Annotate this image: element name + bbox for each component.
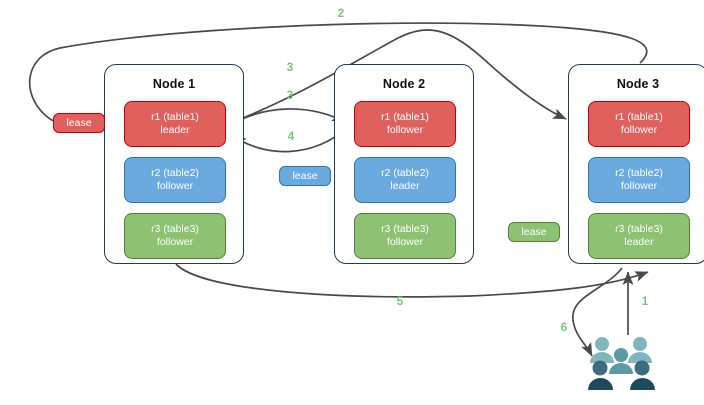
replica-role: leader [160, 124, 190, 136]
replica-role: follower [620, 124, 658, 136]
replica-node3-r2[interactable]: r2 (table2) follower [588, 157, 690, 203]
replica-name: r1 (table1) [151, 111, 199, 123]
replica-name: r2 (table2) [381, 167, 429, 179]
step-label-1: 1 [641, 296, 649, 308]
replica-node3-r3[interactable]: r3 (table3) leader [588, 213, 690, 259]
replica-node1-r2[interactable]: r2 (table2) follower [124, 157, 226, 203]
replica-name: r3 (table3) [381, 223, 429, 235]
replica-role: leader [624, 236, 654, 248]
lease-label: lease [66, 117, 92, 129]
replica-role: follower [156, 180, 194, 192]
replica-name: r3 (table3) [151, 223, 199, 235]
replica-node2-r2[interactable]: r2 (table2) leader [354, 157, 456, 203]
replica-role: follower [386, 124, 424, 136]
replica-node3-r1[interactable]: r1 (table1) follower [588, 101, 690, 147]
people-group-icon [588, 337, 655, 390]
replica-name: r1 (table1) [615, 111, 663, 123]
arrow-step-3-lower [228, 108, 346, 127]
replica-name: r2 (table2) [151, 167, 199, 179]
replica-node2-r1[interactable]: r1 (table1) follower [354, 101, 456, 147]
node-title-2: Node 2 [382, 77, 426, 91]
step-label-5: 5 [396, 296, 404, 308]
replica-role: follower [386, 236, 424, 248]
lease-badge-green[interactable]: lease [508, 222, 560, 242]
node-box-1[interactable]: Node 1 r1 (table1) leader r2 (table2) fo… [104, 64, 244, 264]
lease-label: lease [521, 226, 547, 238]
node-title-3: Node 3 [616, 77, 660, 91]
replica-node1-r1[interactable]: r1 (table1) leader [124, 101, 226, 147]
replica-node1-r3[interactable]: r3 (table3) follower [124, 213, 226, 259]
step-label-2: 2 [337, 8, 345, 20]
lease-badge-blue[interactable]: lease [279, 166, 331, 186]
replica-role: follower [620, 180, 658, 192]
arrow-step-5 [175, 263, 649, 298]
step-label-6: 6 [560, 322, 568, 334]
replica-name: r1 (table1) [381, 111, 429, 123]
replica-name: r3 (table3) [615, 223, 663, 235]
replica-name: r2 (table2) [615, 167, 663, 179]
replica-role: leader [390, 180, 420, 192]
lease-label: lease [292, 170, 318, 182]
node-title-1: Node 1 [152, 77, 196, 91]
replica-node2-r3[interactable]: r3 (table3) follower [354, 213, 456, 259]
replica-role: follower [156, 236, 194, 248]
step-label-3b: 3 [286, 90, 294, 102]
node-box-3[interactable]: Node 3 r1 (table1) follower r2 (table2) … [568, 64, 704, 264]
node-box-2[interactable]: Node 2 r1 (table1) follower r2 (table2) … [334, 64, 474, 264]
lease-badge-red[interactable]: lease [53, 113, 105, 133]
step-label-4: 4 [287, 131, 295, 143]
step-label-3a: 3 [286, 62, 294, 74]
